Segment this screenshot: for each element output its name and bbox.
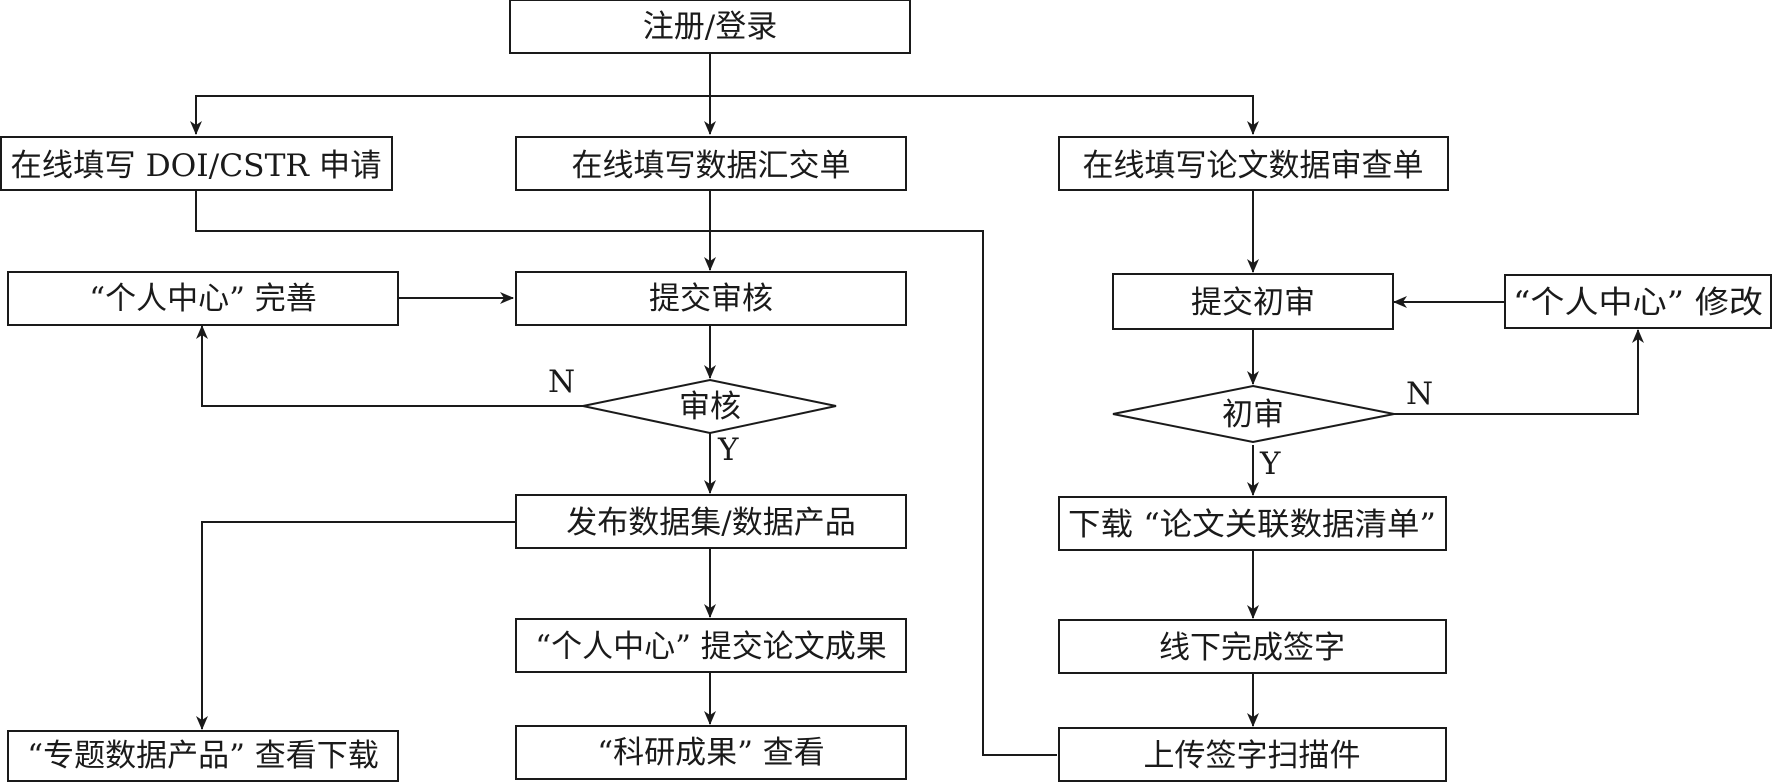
node-upload-signed-scan: 上传签字扫描件 bbox=[1058, 727, 1447, 782]
node-publish-dataset-label: 发布数据集/数据产品 bbox=[566, 505, 855, 541]
edges bbox=[190, 53, 1644, 756]
node-download-paper-data-list: 下载 “论文关联数据清单” bbox=[1058, 496, 1447, 551]
node-personal-center-complete-label: “个人中心” 完善 bbox=[89, 281, 317, 317]
node-view-download-products-label: “专题数据产品” 查看下载 bbox=[27, 738, 379, 774]
edge-register-to-doi bbox=[190, 95, 710, 135]
node-data-submission-form: 在线填写数据汇交单 bbox=[515, 136, 907, 191]
node-submit-paper-results: “个人中心” 提交论文成果 bbox=[515, 618, 907, 673]
node-offline-signature-label: 线下完成签字 bbox=[1159, 630, 1345, 666]
node-personal-center-modify-label: “个人中心” 修改 bbox=[1513, 285, 1763, 321]
initial-yes-label: Y bbox=[1259, 446, 1281, 482]
node-publish-dataset: 发布数据集/数据产品 bbox=[515, 494, 907, 549]
node-review-decision-label: 审核 bbox=[679, 389, 741, 425]
node-submit-initial-review: 提交初审 bbox=[1112, 273, 1394, 330]
node-register-login-label: 注册/登录 bbox=[643, 9, 777, 45]
node-submit-paper-results-label: “个人中心” 提交论文成果 bbox=[535, 629, 887, 665]
node-personal-center-complete: “个人中心” 完善 bbox=[7, 271, 399, 326]
review-no-label: N bbox=[548, 364, 575, 400]
node-initial-review-decision: 初审 bbox=[1112, 384, 1395, 444]
node-download-paper-data-list-label: 下载 “论文关联数据清单” bbox=[1068, 507, 1436, 543]
node-submit-initial-review-label: 提交初审 bbox=[1191, 285, 1315, 321]
node-view-download-products: “专题数据产品” 查看下载 bbox=[7, 730, 399, 782]
node-initial-review-decision-label: 初审 bbox=[1222, 397, 1284, 433]
edge-register-to-review-form bbox=[710, 95, 1259, 135]
node-paper-data-review-form: 在线填写论文数据审查单 bbox=[1058, 136, 1449, 191]
initial-no-label: N bbox=[1406, 376, 1433, 412]
node-offline-signature: 线下完成签字 bbox=[1058, 619, 1447, 674]
node-review-decision: 审核 bbox=[582, 378, 837, 435]
node-submit-review: 提交审核 bbox=[515, 271, 907, 326]
edge-initial-no-to-modify bbox=[1394, 329, 1644, 415]
edge-review-no-to-complete bbox=[196, 325, 583, 407]
node-data-submission-form-label: 在线填写数据汇交单 bbox=[572, 148, 851, 184]
node-register-login: 注册/登录 bbox=[509, 0, 911, 54]
edge-doi-to-upload-scan bbox=[195, 190, 1057, 756]
node-doi-cstr-apply: 在线填写 DOI/CSTR 申请 bbox=[0, 136, 393, 191]
node-upload-signed-scan-label: 上传签字扫描件 bbox=[1144, 738, 1361, 774]
node-view-research-results-label: “科研成果” 查看 bbox=[597, 735, 825, 771]
review-yes-label: Y bbox=[717, 432, 739, 468]
node-personal-center-modify: “个人中心” 修改 bbox=[1504, 274, 1772, 329]
node-view-research-results: “科研成果” 查看 bbox=[515, 725, 907, 780]
edge-publish-to-product-view bbox=[196, 521, 516, 730]
node-doi-cstr-apply-label: 在线填写 DOI/CSTR 申请 bbox=[11, 148, 382, 184]
node-submit-review-label: 提交审核 bbox=[649, 281, 773, 317]
node-paper-data-review-form-label: 在线填写论文数据审查单 bbox=[1083, 148, 1424, 184]
